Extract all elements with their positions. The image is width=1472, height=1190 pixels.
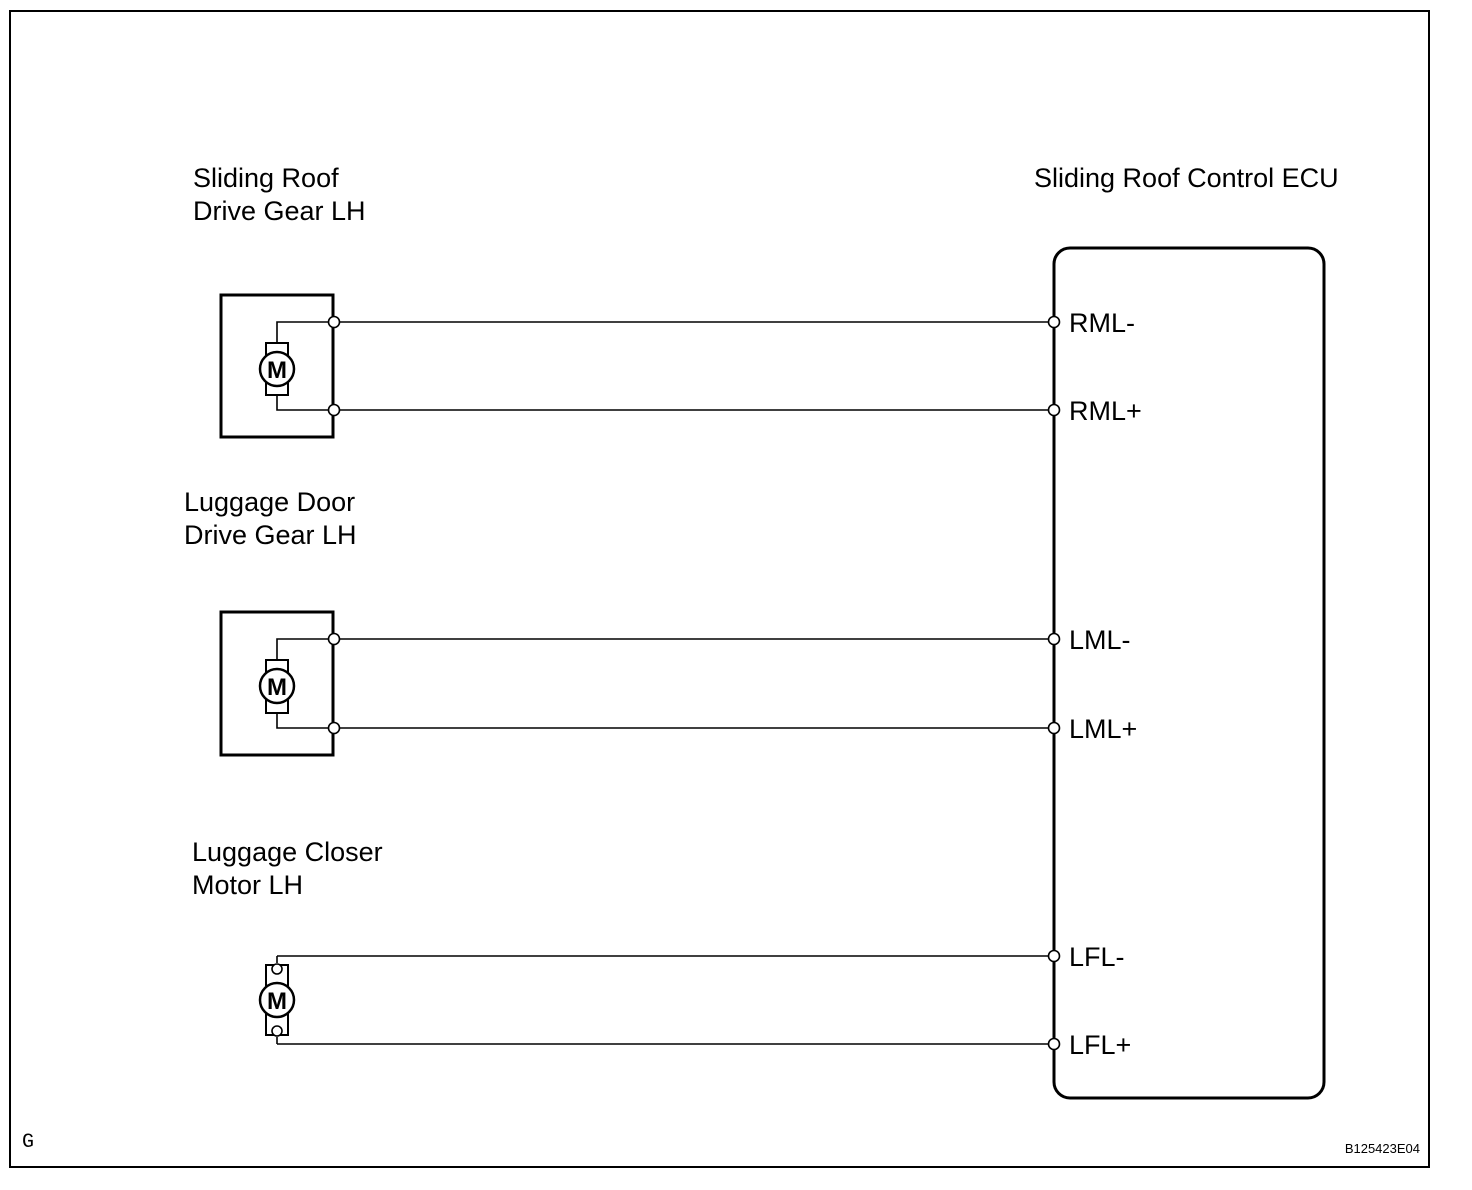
motor-connector-terminal-icon (271, 963, 283, 975)
terminal-icon (1047, 949, 1061, 963)
svg-text:M: M (267, 357, 287, 384)
figure-code: B125423E04 (1345, 1141, 1420, 1156)
luggage-closer-label-line1: Luggage Closer (192, 837, 383, 867)
luggage-door-drive-gear: M (219, 610, 335, 757)
corner-mark: G (22, 1131, 34, 1154)
terminal-icon (1047, 632, 1061, 646)
pin-label-lfl-minus: LFL- (1069, 942, 1125, 972)
terminal-icon (1047, 1037, 1061, 1051)
sliding-roof-label-line2: Drive Gear LH (193, 196, 366, 226)
terminal-icon (327, 721, 341, 735)
terminal-icon (1047, 315, 1061, 329)
svg-text:M: M (267, 674, 287, 701)
ecu-title: Sliding Roof Control ECU (1034, 163, 1339, 193)
diagram-frame (9, 10, 1430, 1168)
motor-icon (258, 350, 296, 388)
pin-label-lml-plus: LML+ (1069, 714, 1137, 744)
sliding-roof-drive-gear: M (219, 293, 335, 439)
pin-label-lml-minus: LML- (1069, 625, 1131, 655)
pin-label-rml-plus: RML+ (1069, 396, 1142, 426)
terminal-icon (327, 632, 341, 646)
luggage-door-label-line2: Drive Gear LH (184, 520, 357, 550)
ecu-box (1052, 246, 1326, 1100)
motor-icon (258, 667, 296, 705)
motor-icon (258, 981, 296, 1019)
terminal-icon (327, 403, 341, 417)
terminal-icon (1047, 721, 1061, 735)
terminal-icon (1047, 403, 1061, 417)
sliding-roof-housing (219, 293, 335, 439)
terminal-icon (327, 315, 341, 329)
pin-label-lfl-plus: LFL+ (1069, 1030, 1131, 1060)
svg-text:M: M (267, 988, 287, 1015)
sliding-roof-label-line1: Sliding Roof (193, 163, 339, 193)
luggage-closer-label-line2: Motor LH (192, 870, 303, 900)
luggage-closer-motor: M (258, 956, 296, 1044)
motor-connector-terminal-icon (271, 1025, 283, 1037)
luggage-door-housing (219, 610, 335, 757)
pin-label-rml-minus: RML- (1069, 308, 1135, 338)
luggage-door-label-line1: Luggage Door (184, 487, 355, 517)
